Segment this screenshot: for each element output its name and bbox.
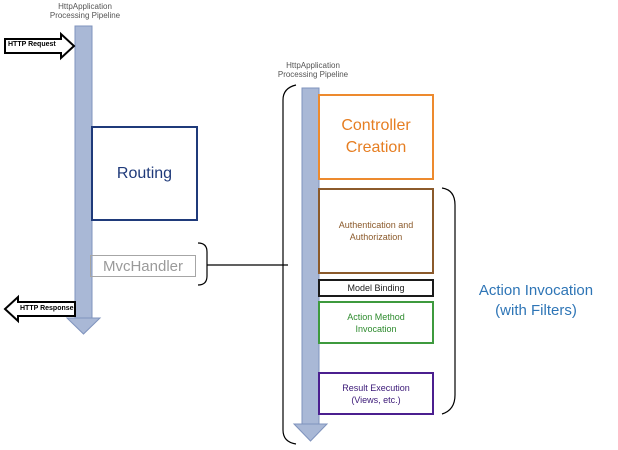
http-response-arrow [3, 294, 76, 324]
action-invocation-bracket [441, 187, 456, 415]
model-binding-label: Model Binding [347, 283, 405, 293]
result-execution-label: Result Execution (Views, etc.) [342, 382, 410, 405]
authentication-label: Authentication and Authorization [338, 220, 414, 242]
authentication-box: Authentication and Authorization [318, 188, 434, 274]
mvc-handler-label: MvcHandler [102, 257, 184, 275]
routing-box: Routing [91, 126, 198, 221]
mvc-handler-box: MvcHandler [90, 255, 196, 277]
http-response-label: HTTP Response [20, 305, 74, 312]
result-execution-box: Result Execution (Views, etc.) [318, 372, 434, 415]
pipeline-left-paren [282, 84, 297, 445]
left-pipeline-label: HttpApplication Processing Pipeline [49, 2, 121, 20]
controller-creation-box: Controller Creation [318, 94, 434, 180]
http-request-arrow [4, 31, 76, 61]
http-request-label: HTTP Request [8, 41, 56, 48]
routing-label: Routing [116, 164, 173, 182]
action-method-label: Action Method Invocation [347, 311, 405, 334]
controller-creation-label: Controller Creation [341, 117, 411, 156]
right-pipeline-arrow [292, 87, 329, 442]
model-binding-box: Model Binding [318, 279, 434, 297]
right-pipeline-label: HttpApplication Processing Pipeline [277, 61, 349, 79]
action-invocation-label: Action Invocation (with Filters) [478, 282, 594, 319]
mvc-bracket [197, 242, 208, 286]
action-method-box: Action Method Invocation [318, 301, 434, 344]
